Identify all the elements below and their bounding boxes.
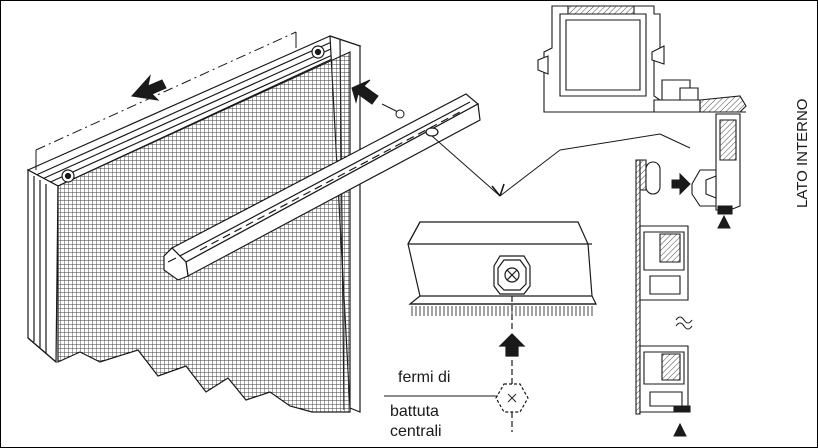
- side-profile-column: [635, 113, 741, 415]
- leader-lines: [431, 133, 691, 197]
- inner-side-label: LATO INTERNO: [794, 98, 811, 208]
- window-profile-section: [537, 5, 747, 113]
- stops-label-line-3: centrali: [390, 423, 442, 440]
- stop-insertion: [384, 333, 529, 432]
- fixing-screw: [381, 103, 405, 119]
- screen-panel: [26, 35, 362, 413]
- dimension-lines: [35, 31, 297, 170]
- arrows-right: [671, 172, 731, 437]
- arrows-top: [131, 74, 379, 105]
- detail-enlargement: [407, 221, 597, 330]
- long-profile: [163, 93, 481, 281]
- stops-label-line-2: battuta: [390, 403, 439, 420]
- stops-label-line-1: fermi di: [398, 369, 451, 386]
